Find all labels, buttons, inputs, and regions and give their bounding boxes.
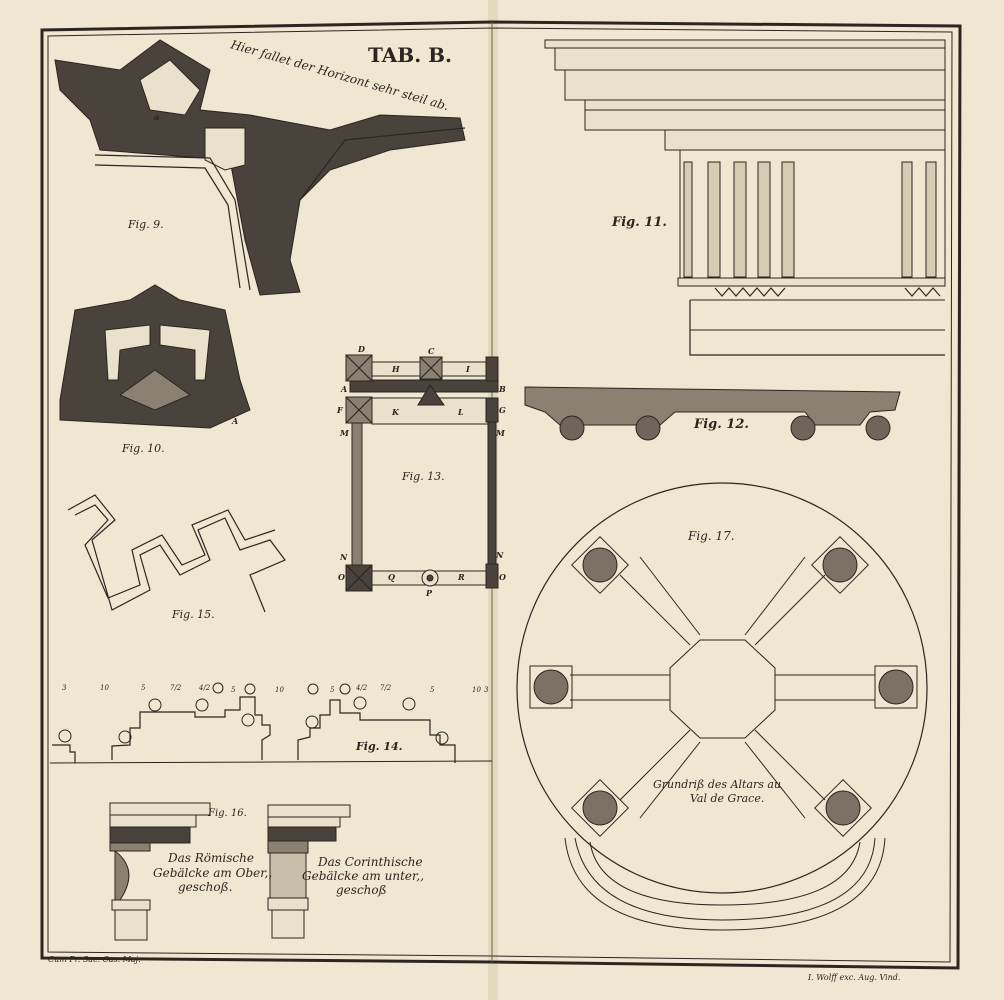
fig14-measure: 3 <box>484 686 489 694</box>
fig11-entablature-elevation <box>544 39 946 356</box>
corinthian-caption-line3: geschoß <box>336 883 387 897</box>
fig17-caption: Fig. 17. <box>687 529 735 543</box>
fig15-caption: Fig. 15. <box>171 608 215 621</box>
fig13-label: P <box>425 588 433 598</box>
fig14-profile: 3 10 5 7/2 4/2 5 10 5 4/2 7/2 5 10 3 <box>49 682 493 764</box>
fig14-measure: 5 <box>430 686 435 694</box>
fig13-label: M <box>495 428 506 438</box>
fig9-label-a: a <box>154 112 159 122</box>
fig17-title-line2: Val de Grace. <box>690 792 764 805</box>
fig14-measure: 10 <box>472 686 481 694</box>
fig14-measure: 7/2 <box>380 684 392 692</box>
fig16-roman-entablature <box>109 802 211 941</box>
fig12-section <box>524 386 901 441</box>
fig14-caption: Fig. 14. <box>355 740 403 753</box>
fig14-measure: 5 <box>231 686 236 694</box>
fig9-fortification: a <box>54 39 466 296</box>
fig13-caption: Fig. 13. <box>401 470 445 483</box>
fig14-measure: 5 <box>141 684 146 692</box>
fig13-label: N <box>339 552 348 562</box>
fig14-measure: 5 <box>330 686 335 694</box>
fig13-label: D <box>357 344 365 354</box>
fig17-title-line1: Grundriß des Altars au <box>653 778 781 791</box>
corinthian-caption-line1: Das Corinthische <box>317 855 423 869</box>
fig14-measure: 4/2 <box>198 684 211 692</box>
fig13-label: O <box>499 572 506 582</box>
fig10-bastion: A <box>59 284 251 429</box>
fig13-label: M <box>339 428 350 438</box>
fig9-caption: Fig. 9. <box>127 218 164 231</box>
fig15-ground-plan <box>67 494 286 613</box>
fig17-altar-plan <box>516 482 928 931</box>
corinthian-caption-line2: Gebälcke am unter,, <box>302 869 424 883</box>
roman-caption-line3: geschoß. <box>178 880 232 894</box>
fig12-caption: Fig. 12. <box>693 417 749 432</box>
roman-caption-line2: Gebälcke am Ober,, <box>153 866 272 880</box>
fig13-label: F <box>336 405 344 415</box>
fig11-caption: Fig. 11. <box>611 215 667 230</box>
publisher-note: I. Wolff exc. Aug. Vind. <box>807 973 900 982</box>
plate-title: TAB. B. <box>368 43 452 67</box>
fig14-measure: 7/2 <box>170 684 182 692</box>
fig13-label: G <box>499 405 506 415</box>
fig16-corinthian-entablature <box>267 804 351 939</box>
fig13-label: Q <box>388 572 395 582</box>
fig14-measure: 10 <box>100 684 109 692</box>
roman-caption-line1: Das Römische <box>167 851 254 865</box>
fig13-altar-plan: D C H I A B F G K L M M N N O O Q R P <box>336 344 506 598</box>
fig14-measure: 4/2 <box>355 684 368 692</box>
fig13-label: N <box>495 550 504 560</box>
fig13-label: H <box>391 364 400 374</box>
fig10-label-a: A <box>231 416 238 426</box>
fig16-caption: Fig. 16. <box>207 808 247 819</box>
fig14-measure: 3 <box>62 684 67 692</box>
fig13-label: O <box>338 572 345 582</box>
privilege-note: Cum Pr. Sac. Cas. Maj. <box>48 955 141 964</box>
fig13-label: K <box>391 407 400 417</box>
fig13-label: B <box>498 384 506 394</box>
fig13-label: L <box>457 407 464 417</box>
fig10-caption: Fig. 10. <box>121 442 165 455</box>
fig13-label: I <box>465 364 470 374</box>
fig13-label: A <box>340 384 347 394</box>
fig13-label: R <box>457 572 465 582</box>
fig14-measure: 10 <box>275 686 284 694</box>
fig13-label: C <box>428 346 435 356</box>
